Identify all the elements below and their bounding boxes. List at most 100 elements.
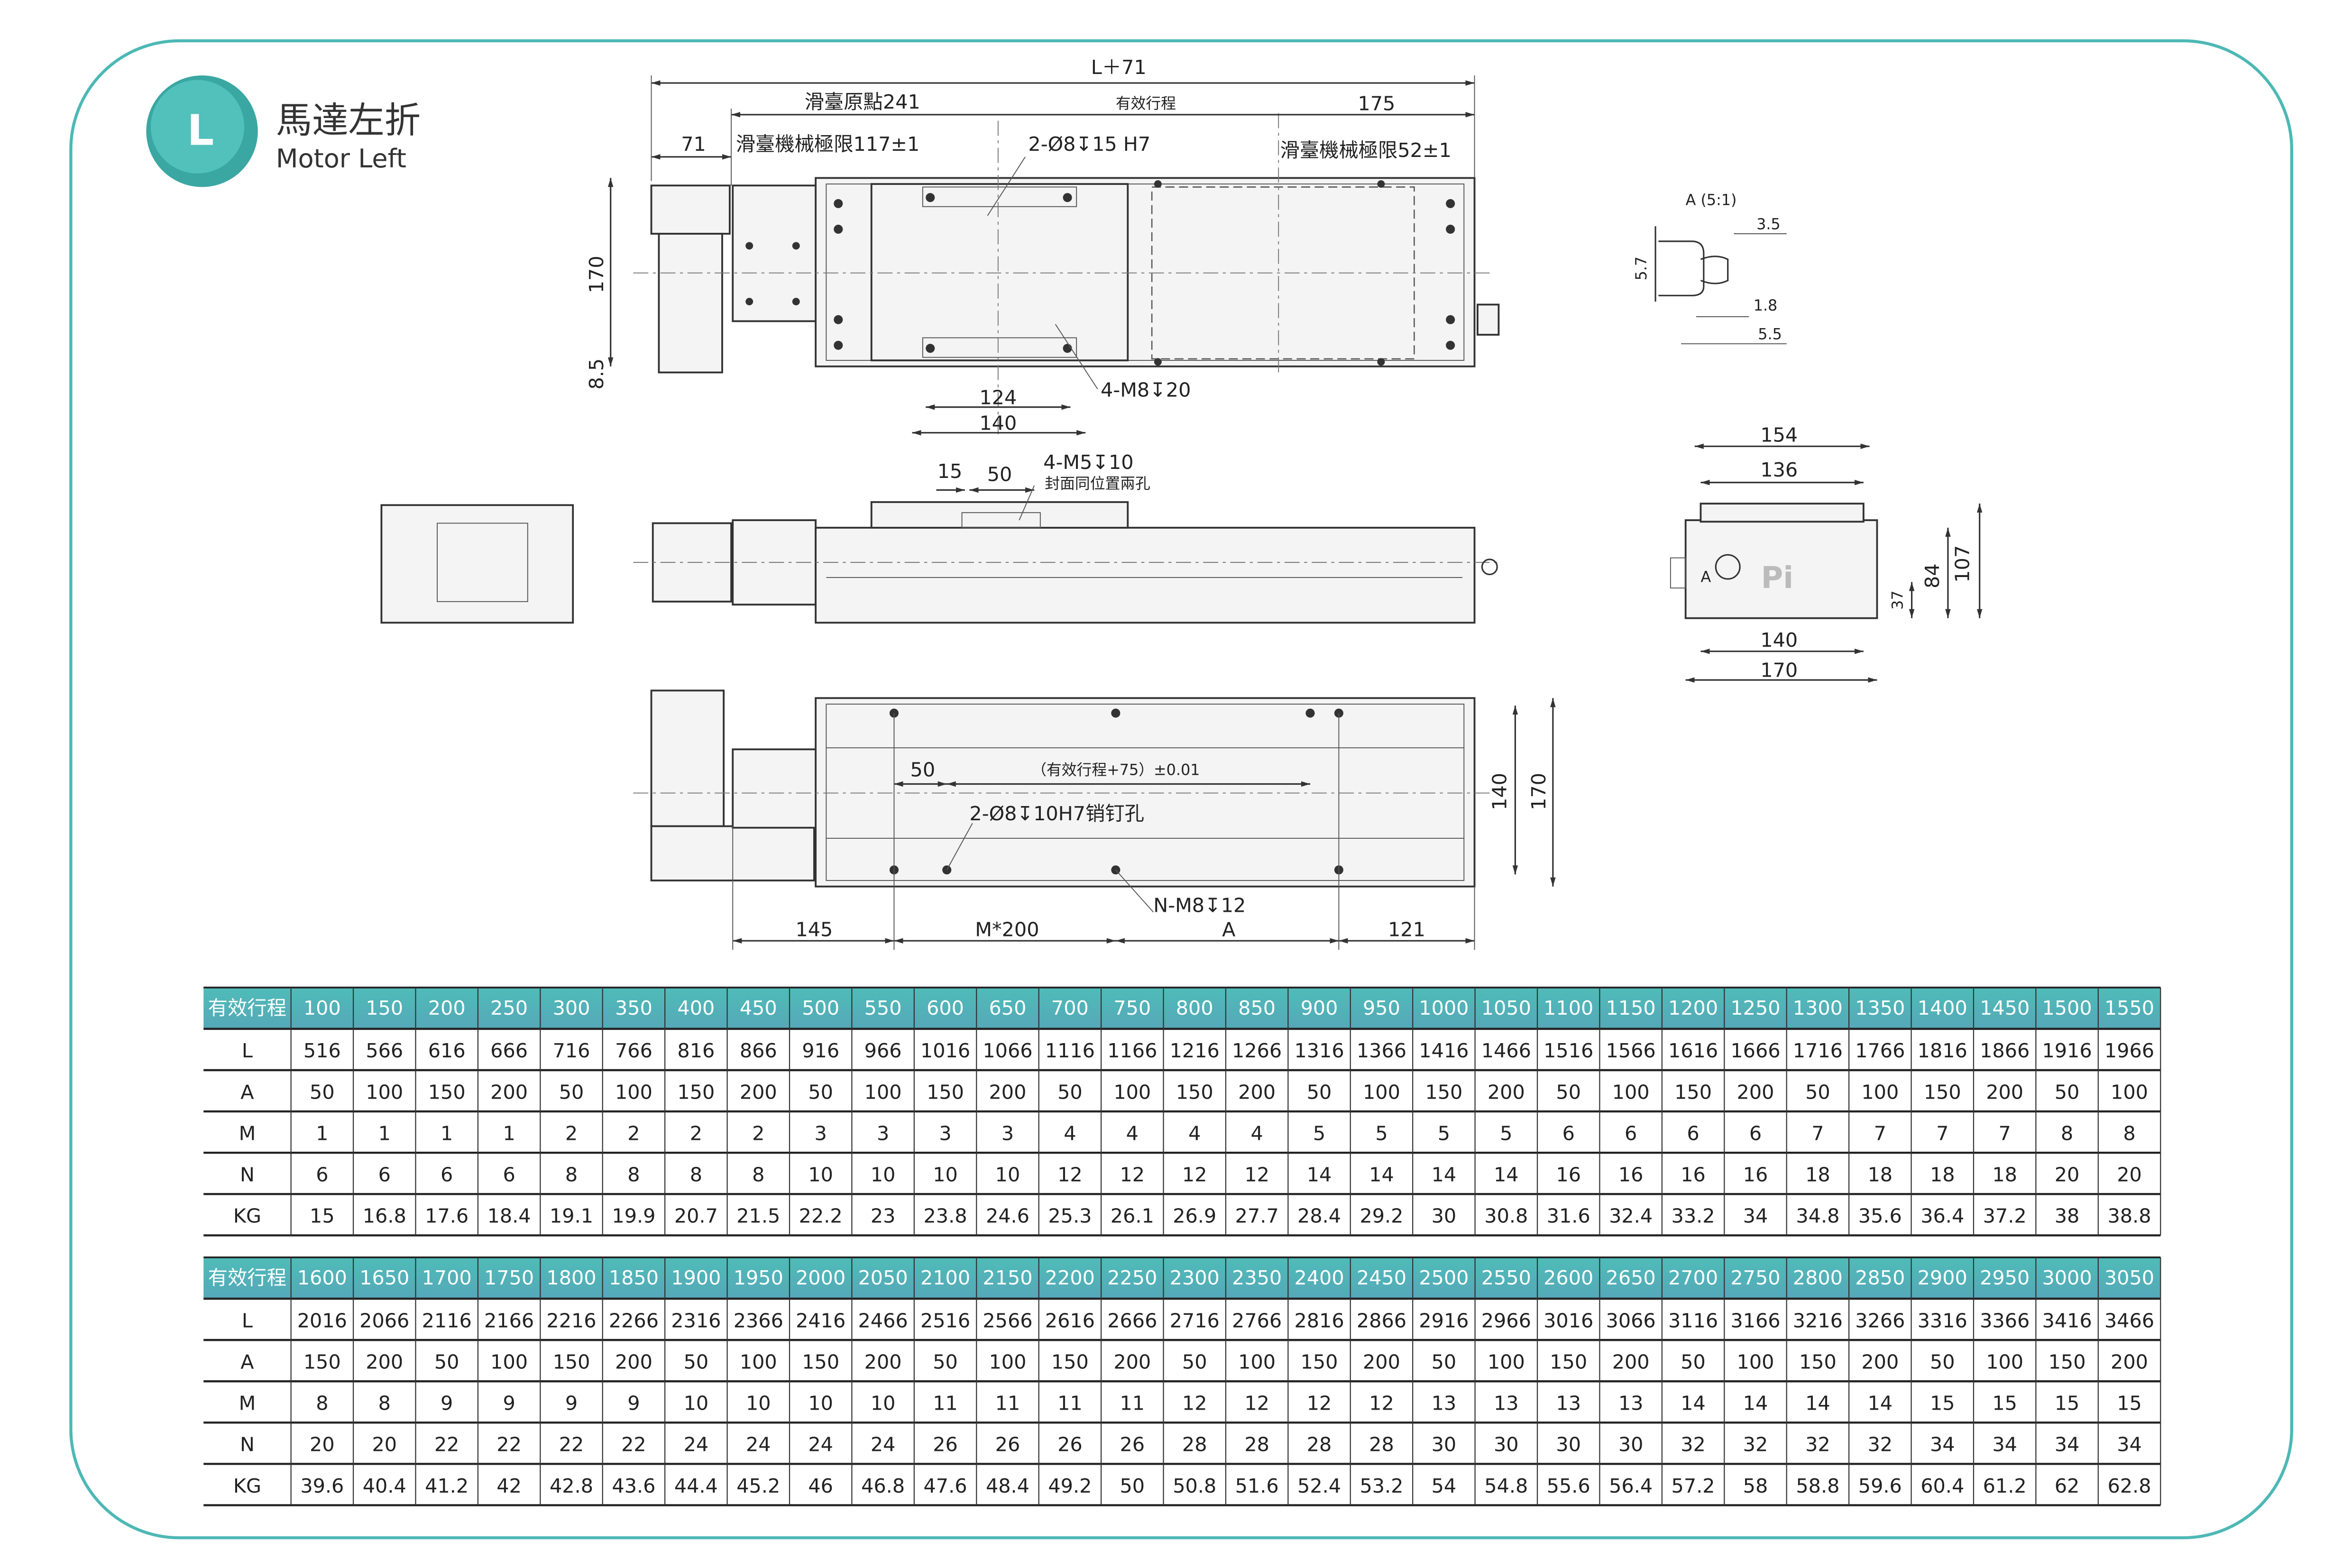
header-cell-stroke: 500 — [802, 997, 839, 1019]
header-cell-stroke: 100 — [303, 997, 341, 1019]
header-cell-stroke: 2000 — [796, 1266, 845, 1289]
dim-hole-span-140: 140 — [979, 412, 1017, 434]
table-cell: 40.4 — [363, 1475, 406, 1497]
table-cell: 20.7 — [674, 1205, 718, 1228]
table-cell: 2116 — [422, 1309, 472, 1332]
table-cell: 50 — [1432, 1351, 1457, 1374]
table-cell: 24 — [746, 1433, 771, 1456]
table-cell: 14 — [1868, 1392, 1893, 1415]
table-cell: 32 — [1805, 1433, 1830, 1456]
table-cell: 16 — [1556, 1164, 1581, 1186]
table-cell: 13 — [1432, 1392, 1457, 1415]
table-cell: 13 — [1618, 1392, 1644, 1415]
table-cell: 2 — [752, 1122, 764, 1145]
header-cell-stroke: 1500 — [2042, 997, 2092, 1019]
table-cell: 16 — [1681, 1164, 1706, 1186]
table-cell: 14 — [1369, 1164, 1394, 1186]
table-cell: 12 — [1182, 1392, 1207, 1415]
table-cell: 200 — [1113, 1351, 1151, 1374]
table-cell: 12 — [1244, 1164, 1269, 1186]
table-cell: 38.8 — [2107, 1205, 2151, 1228]
table-cell: 2516 — [920, 1309, 970, 1332]
table-cell: 2366 — [734, 1309, 783, 1332]
bottom-dim-stroke-tolerance: （有效行程+75）±0.01 — [1031, 761, 1200, 779]
header-cell-stroke: 2350 — [1232, 1266, 1282, 1289]
table-cell: 20 — [2055, 1164, 2080, 1186]
detail-a-dim-3-5: 3.5 — [1756, 215, 1781, 233]
table-cell: 18 — [1805, 1164, 1830, 1186]
table-cell: 766 — [615, 1039, 652, 1062]
table-cell: 3 — [939, 1122, 951, 1145]
table-cell: 100 — [366, 1081, 403, 1103]
table-cell: 5 — [1313, 1122, 1325, 1145]
table-cell: 100 — [1363, 1081, 1400, 1103]
row-label: L — [242, 1039, 253, 1062]
table-cell: 60.4 — [1920, 1475, 1964, 1497]
header-cell-stroke: 950 — [1363, 997, 1400, 1019]
end-view-logo: Pi — [1761, 560, 1793, 595]
header-cell-stroke: 3050 — [2104, 1266, 2154, 1289]
table-cell: 8 — [752, 1164, 764, 1186]
bottom-view-drawing — [633, 689, 1556, 950]
header-cell-stroke: 1050 — [1481, 997, 1531, 1019]
table-cell: 2616 — [1045, 1309, 1095, 1332]
table-cell: 19.1 — [550, 1205, 593, 1228]
table-cell: 34.8 — [1796, 1205, 1839, 1228]
header-cell-stroke: 1900 — [671, 1266, 721, 1289]
table-cell: 1466 — [1481, 1039, 1531, 1062]
table-cell: 1866 — [1980, 1039, 2030, 1062]
table-cell: 3466 — [2104, 1309, 2154, 1332]
end-view-drawing — [1670, 443, 1983, 683]
table-cell: 1266 — [1232, 1039, 1282, 1062]
header-cell-stroke: 700 — [1051, 997, 1089, 1019]
table-cell: 23 — [871, 1205, 896, 1228]
table-cell: 8 — [378, 1392, 391, 1415]
table-cell: 50 — [808, 1081, 833, 1103]
end-dim-140: 140 — [1760, 629, 1798, 651]
table-cell: 200 — [490, 1081, 528, 1103]
header-cell-stroke: 1250 — [1730, 997, 1780, 1019]
table-cell: 13 — [1556, 1392, 1581, 1415]
table-cell: 10 — [871, 1164, 896, 1186]
table-cell: 100 — [615, 1081, 652, 1103]
table-cell: 9 — [627, 1392, 640, 1415]
table-cell: 57.2 — [1672, 1475, 1715, 1497]
dim-pin-holes: 2-Ø8↧15 H7 — [1028, 133, 1150, 156]
table-cell: 50 — [1805, 1081, 1830, 1103]
table-cell: 58.8 — [1796, 1475, 1839, 1497]
table-cell: 100 — [1612, 1081, 1650, 1103]
table-header-row — [203, 1257, 2161, 1299]
table-cell: 50 — [1182, 1351, 1207, 1374]
table-cell: 100 — [1113, 1081, 1151, 1103]
table-cell: 18 — [1930, 1164, 1955, 1186]
table-cell: 150 — [1051, 1351, 1089, 1374]
table-cell: 200 — [366, 1351, 403, 1374]
table-cell: 150 — [1924, 1081, 1961, 1103]
table-cell: 200 — [864, 1351, 902, 1374]
table-cell: 150 — [303, 1351, 341, 1374]
table-cell: 31.6 — [1547, 1205, 1590, 1228]
table-cell: 14 — [1805, 1392, 1830, 1415]
table-cell: 200 — [1488, 1081, 1525, 1103]
header-cell-stroke: 1750 — [484, 1266, 534, 1289]
header-cell-stroke: 800 — [1176, 997, 1213, 1019]
table-cell: 8 — [565, 1164, 578, 1186]
table-cell: 100 — [2111, 1081, 2148, 1103]
table-cell: 53.2 — [1360, 1475, 1403, 1497]
table-cell: 30 — [1618, 1433, 1644, 1456]
table-cell: 2966 — [1481, 1309, 1531, 1332]
table-cell: 3266 — [1855, 1309, 1905, 1332]
table-cell: 6 — [378, 1164, 391, 1186]
header-cell-stroke: 2250 — [1107, 1266, 1157, 1289]
side-dim-15: 15 — [937, 460, 963, 483]
table-cell: 24 — [871, 1433, 896, 1456]
table-cell: 25.3 — [1048, 1205, 1092, 1228]
table-cell: 1 — [441, 1122, 453, 1145]
table-cell: 42 — [496, 1475, 522, 1497]
end-view-marker-a: A — [1700, 568, 1711, 586]
table-cell: 2916 — [1419, 1309, 1469, 1332]
table-cell: 50 — [1681, 1351, 1706, 1374]
table-cell: 42.8 — [550, 1475, 593, 1497]
table-cell: 12 — [1120, 1164, 1145, 1186]
table-cell: 14 — [1681, 1392, 1706, 1415]
